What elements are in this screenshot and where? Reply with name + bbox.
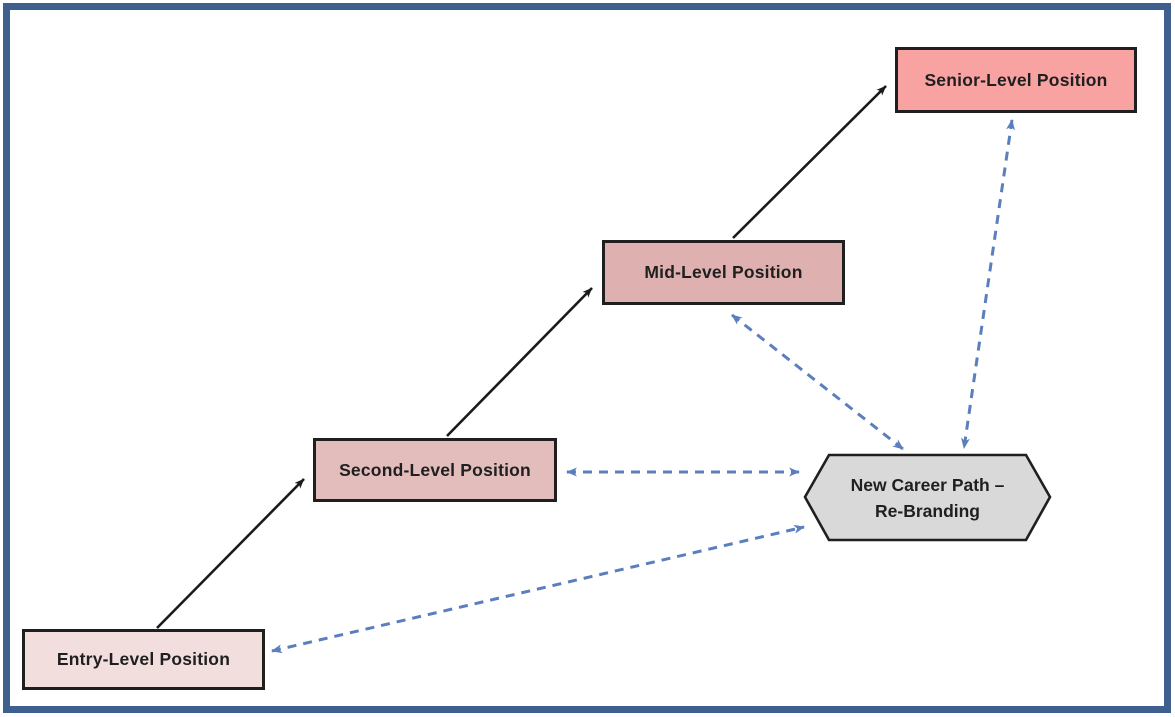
node-second-level-label: Second-Level Position [339, 459, 531, 480]
node-second-level: Second-Level Position [313, 438, 557, 502]
node-entry-level-label: Entry-Level Position [56, 649, 231, 669]
dashed-arrow-senior-rebrand [960, 119, 1016, 449]
node-senior-level-label: Senior-Level Position [924, 69, 1108, 90]
arrow-second-to-mid [446, 287, 593, 437]
node-mid-level-label: Mid-Level Position [644, 262, 803, 282]
arrow-entry-to-second [156, 478, 305, 629]
arrow-mid-to-senior [732, 85, 887, 239]
node-senior-level: Senior-Level Position [895, 47, 1137, 113]
hexagon-shape [803, 453, 1052, 542]
dashed-arrow-entry-rebrand [271, 524, 805, 654]
node-entry-level: Entry-Level Position [22, 629, 265, 690]
dashed-arrow-mid-rebrand [731, 313, 904, 451]
node-mid-level: Mid-Level Position [602, 240, 845, 305]
